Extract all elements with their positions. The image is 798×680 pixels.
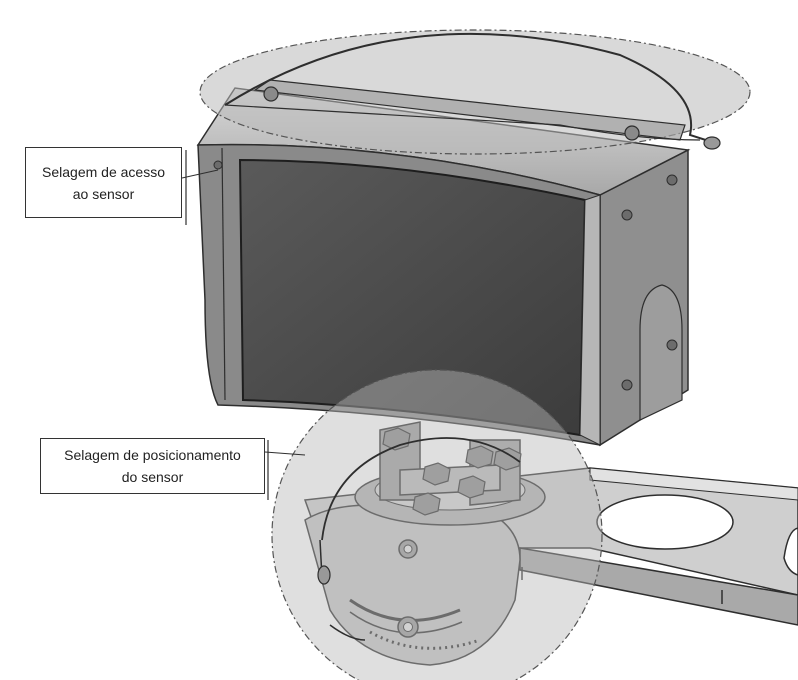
access-seal-wire [224,32,713,143]
access-seal-label: Selagem de acesso ao sensor [25,147,182,218]
position-seal-label-line1: Selagem de posicionamento [64,447,241,463]
sensor-housing [196,87,691,447]
position-seal-label: Selagem de posicionamento do sensor [40,438,265,494]
position-seal-label-line2: do sensor [121,469,184,485]
position-seal-highlight [271,369,603,680]
position-seal-lead [317,565,331,585]
access-seal-lead [703,136,721,150]
arm-cutout-hole [596,494,734,550]
access-seal-highlight [199,29,751,155]
access-seal-bolt-right [624,125,640,141]
callout-leaders [181,150,306,500]
access-seal-label-line2: ao sensor [72,185,135,202]
access-seal-label-line1: Selagem de acesso [42,163,165,180]
position-seal-wire [321,437,521,541]
access-seal-bolt-left [263,86,279,102]
